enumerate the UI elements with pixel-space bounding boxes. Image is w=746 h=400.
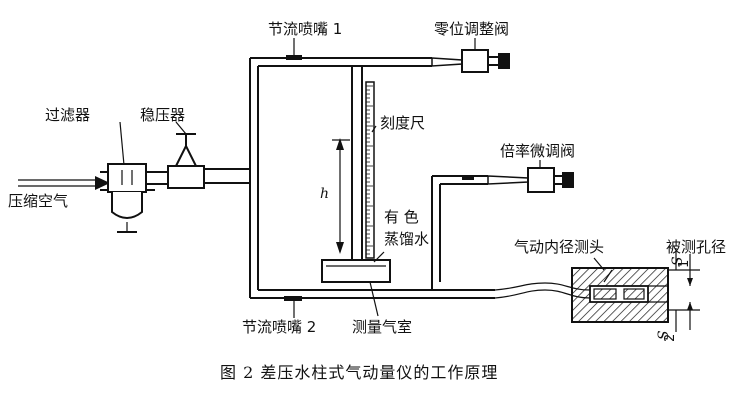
label-scale-ruler: 刻度尺	[380, 114, 425, 132]
water-column-tube	[351, 66, 363, 260]
svg-text:1: 1	[677, 260, 692, 268]
label-pressure-regulator: 稳压器	[140, 106, 185, 124]
label-zero-adjust-valve: 零位调整阀	[434, 20, 509, 38]
right-branch-tubes	[431, 175, 488, 291]
zero-adjust-valve-device	[431, 49, 510, 73]
figure-caption: 图 2 差压水柱式气动量仪的工作原理	[220, 363, 498, 382]
label-distilled-water-1: 有 色	[384, 208, 419, 226]
label-filter: 过滤器	[45, 106, 90, 124]
filter-device	[100, 163, 155, 233]
scale-ruler-device	[365, 81, 375, 259]
label-ratio-fine-valve: 倍率微调阀	[500, 142, 575, 160]
label-s2: S 2	[656, 330, 678, 342]
label-compressed-air: 压缩空气	[8, 192, 68, 210]
label-measured-bore: 被测孔径	[666, 238, 726, 256]
svg-text:S: S	[670, 256, 686, 266]
measuring-chamber-device	[321, 259, 391, 283]
pneumatic-probe-device	[571, 267, 669, 323]
svg-text:2: 2	[663, 334, 678, 342]
leader-lines	[119, 38, 605, 318]
label-s1: S 1	[670, 256, 692, 268]
inlet-arrow	[18, 176, 110, 190]
label-distilled-water-2: 蒸馏水	[384, 230, 429, 248]
label-pneumatic-probe: 气动内径测头	[514, 238, 604, 256]
bore-gap-dimensions	[668, 248, 700, 332]
label-throttle-nozzle-1: 节流喷嘴 1	[268, 20, 342, 38]
label-height-h: h	[320, 186, 329, 202]
throttle-nozzle-2-marker	[284, 296, 302, 301]
ratio-fine-valve-device	[487, 167, 574, 193]
height-dimension	[332, 138, 350, 254]
svg-text:S: S	[656, 330, 672, 340]
label-measuring-chamber: 测量气室	[352, 318, 412, 336]
pressure-regulator-device	[167, 133, 205, 189]
manifold-tubes	[249, 57, 495, 299]
throttle-nozzle-1-marker	[286, 55, 302, 60]
label-throttle-nozzle-2: 节流喷嘴 2	[242, 318, 316, 336]
